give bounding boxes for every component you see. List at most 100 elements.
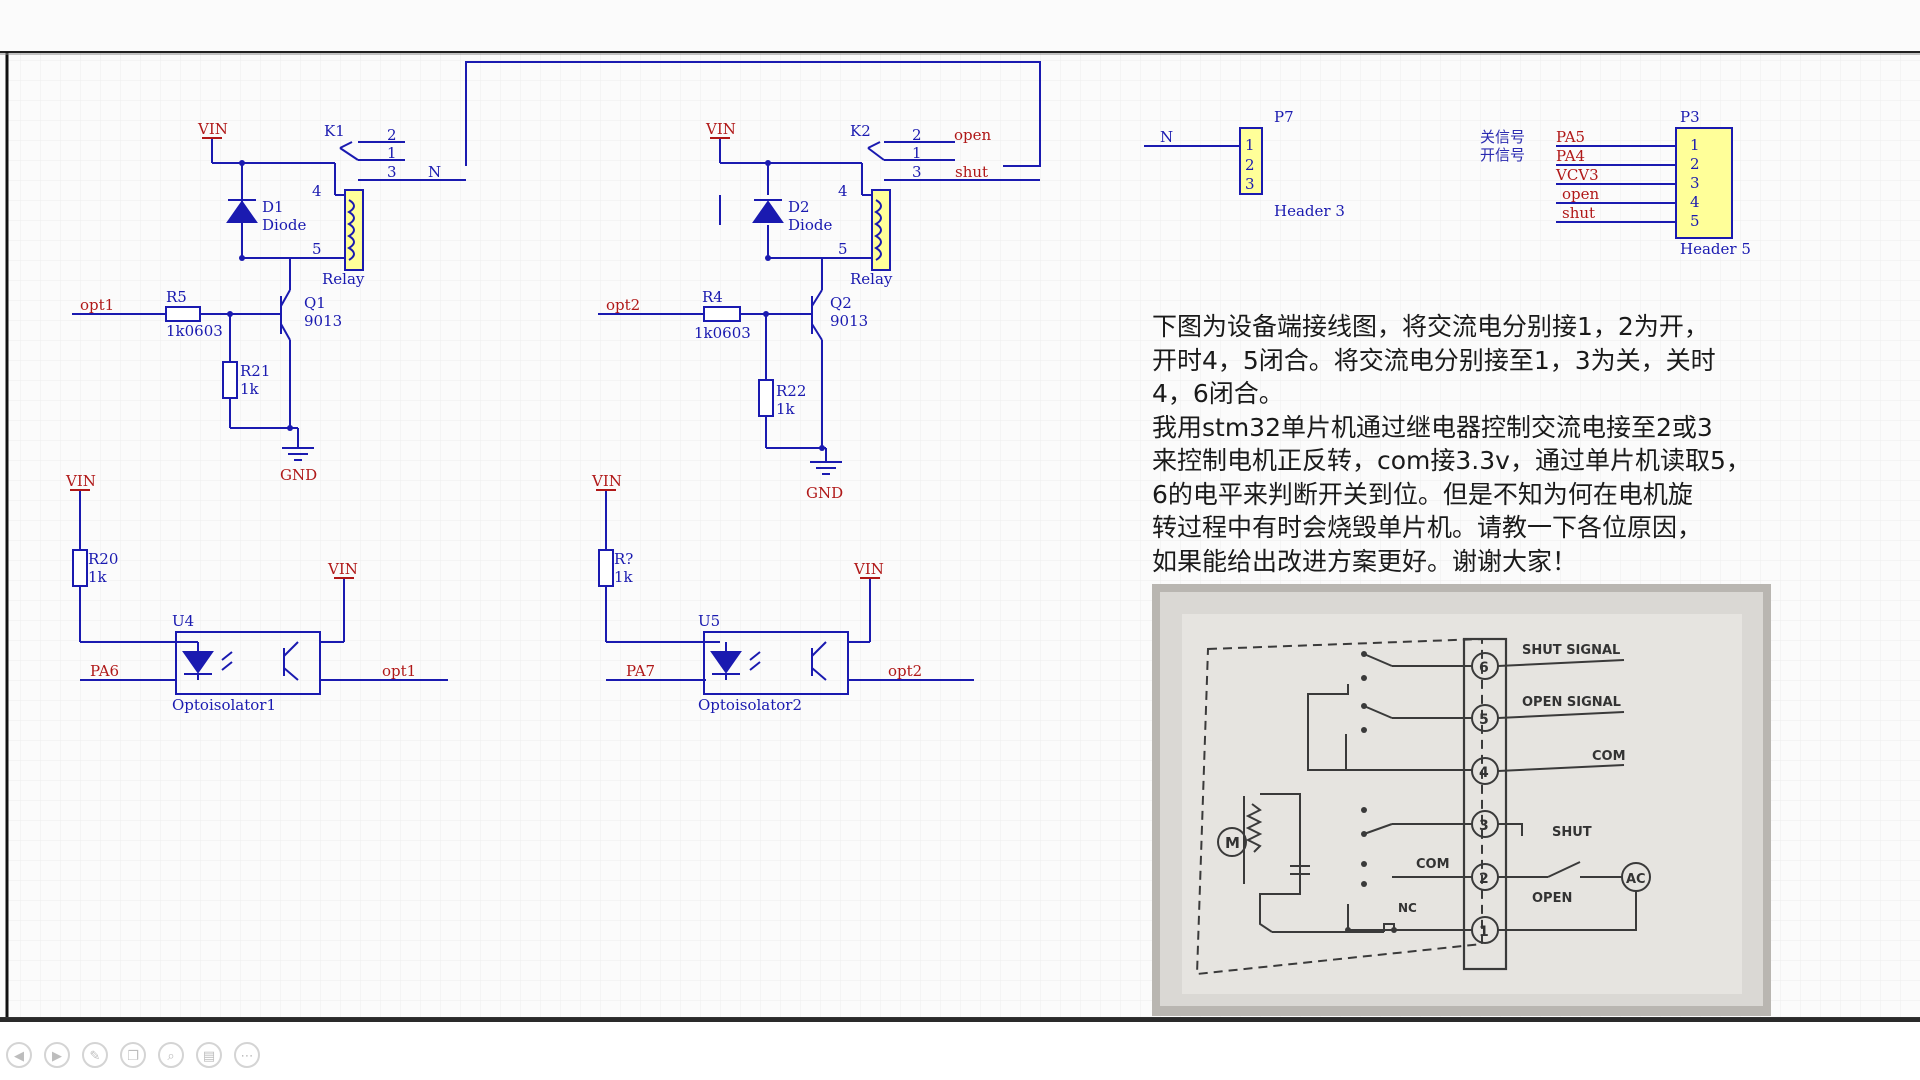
q1-value: 9013 [304, 312, 342, 330]
p7-ref: P7 [1274, 108, 1294, 126]
p3-value: Header 5 [1680, 240, 1751, 258]
k1-pin3: 3 [387, 163, 397, 181]
k2-ref: K2 [850, 122, 871, 140]
photo-terminal-1: 1 [1479, 924, 1489, 940]
opt1-net: opt1 [80, 296, 114, 314]
opt2-net: opt2 [606, 296, 640, 314]
vin-label-u4: VIN [327, 560, 358, 578]
u5-value: Optoisolator2 [698, 696, 802, 714]
question-text: 下图为设备端接线图，将交流电分别接1，2为开， 开时4，5闭合。将交流电分别接至… [1152, 312, 1751, 576]
k2-coil4: 4 [838, 182, 848, 200]
d1-ref: D1 [262, 198, 284, 216]
p7-value: Header 3 [1274, 202, 1345, 220]
k1-value: Relay [322, 270, 365, 288]
q1-ref: Q1 [304, 294, 326, 312]
q2-ref: Q2 [830, 294, 852, 312]
q2-value: 9013 [830, 312, 868, 330]
u4-ref: U4 [172, 612, 194, 630]
r20-ref: R20 [88, 550, 118, 568]
vin-label-k1: VIN [197, 120, 228, 138]
k2-coil5: 5 [838, 240, 848, 258]
photo-terminal-4: 4 [1479, 765, 1489, 781]
prev-slide-icon[interactable]: ◀ [6, 1042, 32, 1068]
u4-out-net: opt1 [382, 662, 416, 680]
r5-ref: R5 [166, 288, 187, 306]
device-wiring-photo: 6 5 4 3 2 1 SHUT SIGNAL OPEN SIGNAL COM … [1152, 584, 1771, 1016]
p3-note-close: 关信号 [1480, 128, 1525, 146]
schematic-canvas: K1 2 1 3 N 4 5 Relay K2 2 1 3 open shut … [0, 51, 1920, 1022]
u4-value: Optoisolator1 [172, 696, 276, 714]
vin-label-r7: VIN [591, 472, 622, 490]
pen-icon[interactable]: ✎ [82, 1042, 108, 1068]
vin-label-r20: VIN [65, 472, 96, 490]
k1-coil5: 5 [312, 240, 322, 258]
photo-terminal-5: 5 [1479, 712, 1489, 728]
r21-ref: R21 [240, 362, 270, 380]
vin-label-k2: VIN [705, 120, 736, 138]
p3-net-pa5: PA5 [1556, 128, 1585, 146]
d1-value: Diode [262, 216, 306, 234]
photo-com: COM [1592, 749, 1626, 764]
p3-ref: P3 [1680, 108, 1700, 126]
k2-net-shut: shut [955, 163, 988, 181]
gnd-label-2: GND [806, 484, 843, 502]
p3-pin1: 1 [1690, 136, 1700, 154]
photo-ac: AC [1626, 872, 1646, 887]
k1-pin2: 2 [387, 126, 397, 144]
photo-terminal-2: 2 [1479, 871, 1489, 887]
r20-value: 1k [88, 568, 108, 586]
k1-coil4: 4 [312, 182, 322, 200]
more-icon[interactable]: ⋯ [234, 1042, 260, 1068]
photo-shut: SHUT [1552, 825, 1592, 840]
p3-note-open: 开信号 [1480, 146, 1525, 164]
p3-net-shut: shut [1562, 204, 1595, 222]
p7-pin2: 2 [1245, 156, 1255, 174]
copy-icon[interactable]: ❐ [120, 1042, 146, 1068]
vin-label-u5: VIN [853, 560, 884, 578]
subtitles-icon[interactable]: ▤ [196, 1042, 222, 1068]
presentation-toolbar: ◀ ▶ ✎ ❐ ⌕ ▤ ⋯ [0, 1028, 1920, 1080]
r4-value: 1k0603 [694, 324, 751, 342]
k1-ref: K1 [324, 122, 345, 140]
p3-pin4: 4 [1690, 193, 1700, 211]
p7-pin3: 3 [1245, 175, 1255, 193]
k2-pin1: 1 [912, 144, 922, 162]
k2-value: Relay [850, 270, 893, 288]
photo-shut-signal: SHUT SIGNAL [1522, 643, 1620, 658]
p3-pin2: 2 [1690, 155, 1700, 173]
u5-out-net: opt2 [888, 662, 922, 680]
photo-nc: NC [1398, 901, 1417, 915]
r21-value: 1k [240, 380, 260, 398]
gnd-label-1: GND [280, 466, 317, 484]
p3-pin3: 3 [1690, 174, 1700, 192]
k2-net-open: open [954, 126, 992, 144]
photo-motor: M [1225, 834, 1240, 852]
r22-value: 1k [776, 400, 796, 418]
u5-in-net: PA7 [626, 662, 655, 680]
p7-pin1: 1 [1245, 136, 1255, 154]
p3-net-open: open [1562, 185, 1600, 203]
p7-net: N [1160, 128, 1173, 146]
r22-ref: R22 [776, 382, 806, 400]
k2-pin3: 3 [912, 163, 922, 181]
k2-pin2: 2 [912, 126, 922, 144]
photo-open-signal: OPEN SIGNAL [1522, 695, 1621, 710]
photo-open: OPEN [1532, 891, 1572, 906]
k1-pin1: 1 [387, 144, 397, 162]
photo-terminal-3: 3 [1479, 818, 1489, 834]
zoom-icon[interactable]: ⌕ [158, 1042, 184, 1068]
r4-ref: R4 [702, 288, 723, 306]
r7-ref: R? [614, 550, 633, 568]
d2-ref: D2 [788, 198, 810, 216]
photo-com2: COM [1416, 857, 1450, 872]
photo-terminal-6: 6 [1479, 660, 1489, 676]
d2-value: Diode [788, 216, 832, 234]
k1-net: N [428, 163, 441, 181]
r7-value: 1k [614, 568, 634, 586]
u4-in-net: PA6 [90, 662, 119, 680]
p3-pin5: 5 [1690, 212, 1700, 230]
next-slide-icon[interactable]: ▶ [44, 1042, 70, 1068]
p3-net-pa4: PA4 [1556, 147, 1585, 165]
r5-value: 1k0603 [166, 322, 223, 340]
u5-ref: U5 [698, 612, 720, 630]
